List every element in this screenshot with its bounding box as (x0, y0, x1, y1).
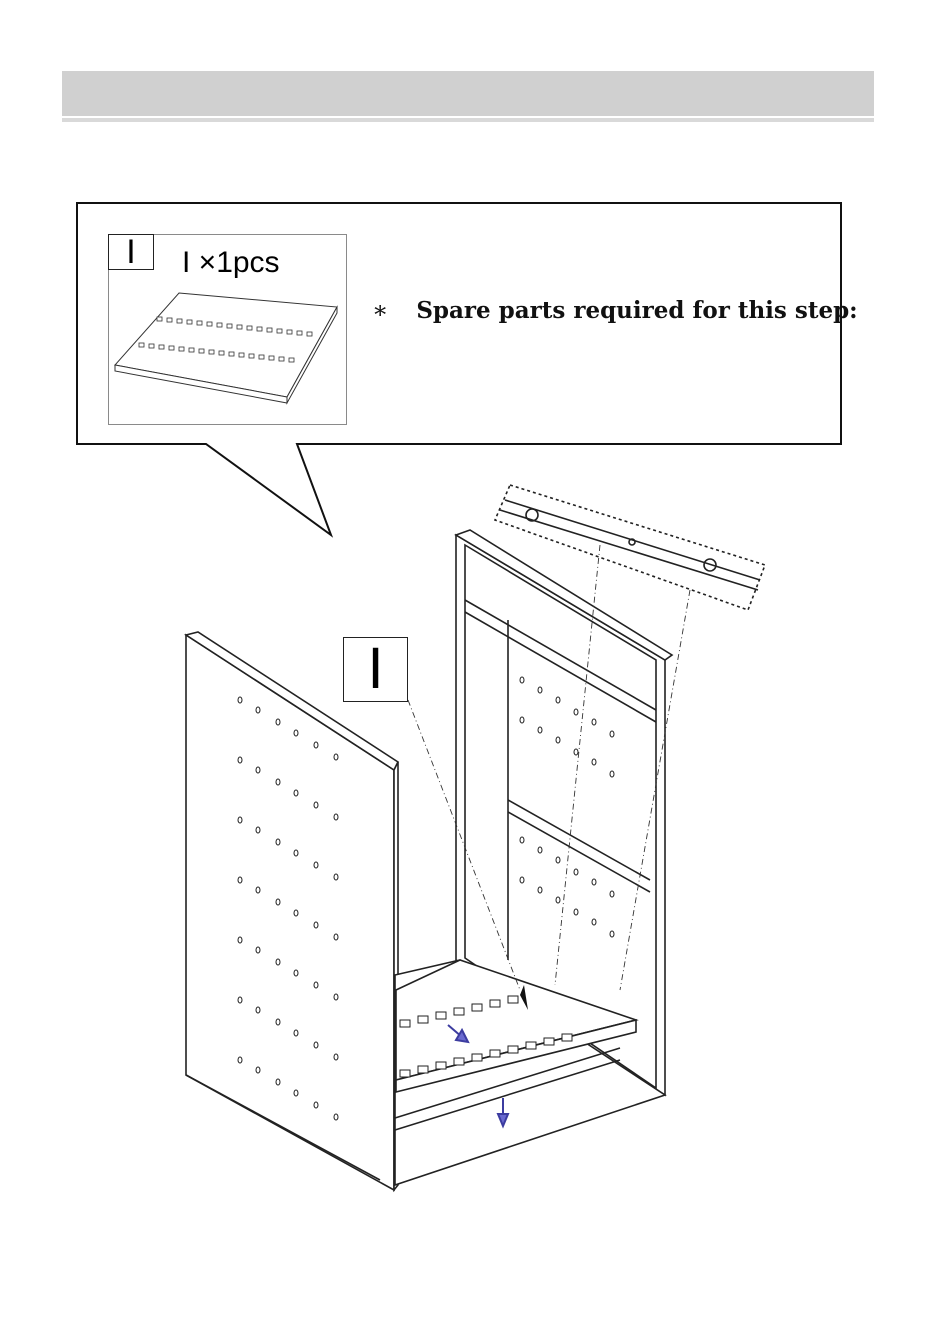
step-part-label: I (343, 637, 408, 702)
left-side-panel (186, 635, 394, 1190)
